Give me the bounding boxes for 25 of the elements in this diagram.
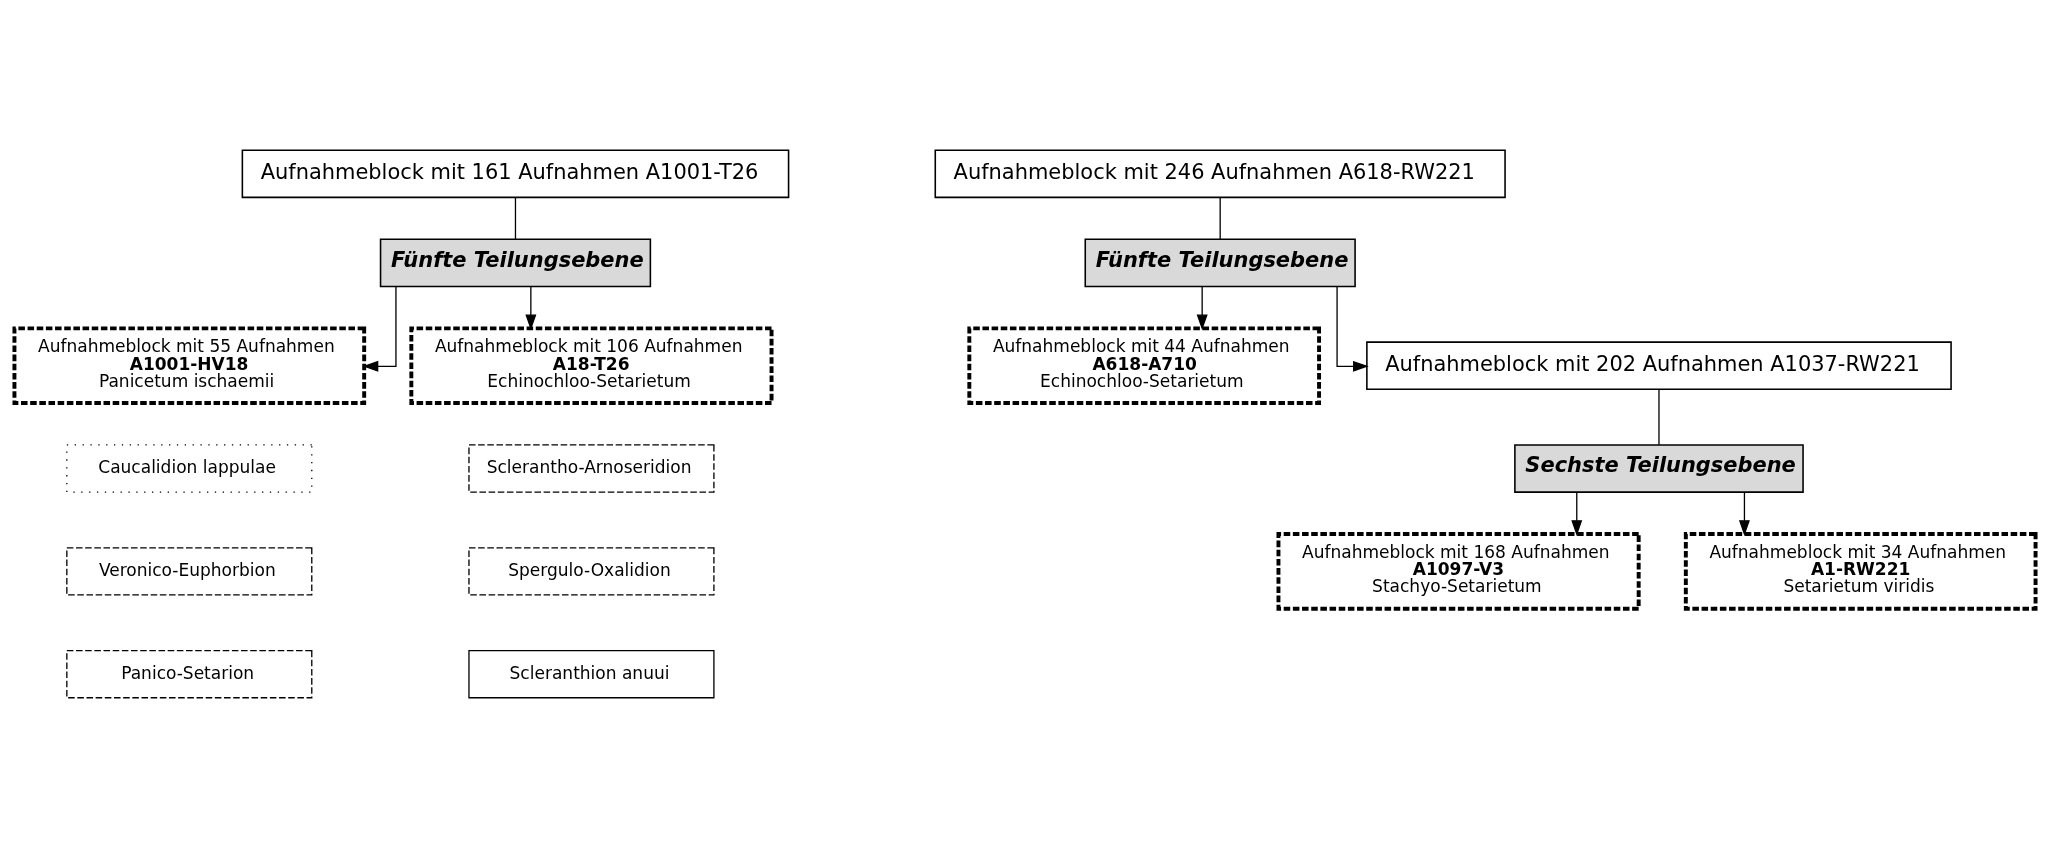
node-box: Aufnahmeblock mit 106 Aufnahmen A18-T26 Echinochloo-Setarietum <box>408 325 773 405</box>
node-box: Aufnahmeblock mit 44 Aufnahmen A618-A710 Echinochloo-Setarietum <box>966 325 1321 405</box>
connector <box>1657 388 1660 445</box>
node-box: Aufnahmeblock mit 246 Aufnahmen A618-RW221 <box>934 148 1506 198</box>
legend-label: Panico-Setarion <box>120 662 254 683</box>
arrow <box>1196 285 1208 330</box>
arrow <box>1335 285 1369 372</box>
node-box: Aufnahmeblock mit 34 Aufnahmen A1-RW221 Setarietum viridis <box>1683 531 2038 611</box>
node-box: Aufnahmeblock mit 202 Aufnahmen A1037-RW221 <box>1365 340 1952 390</box>
connector <box>1219 196 1221 240</box>
node-box: Sechste Teilungsebene <box>1513 443 1804 493</box>
legend-label: Caucalidion lappulae <box>97 456 276 477</box>
arrow <box>1738 491 1750 536</box>
connector <box>514 196 516 240</box>
legend-label: Scleranthion anuui <box>509 662 669 683</box>
node-box: Aufnahmeblock mit 161 Aufnahmen A1001-T26 <box>241 148 789 198</box>
node-box: Fünfte Teilungsebene <box>1083 238 1356 287</box>
node-box: Aufnahmeblock mit 55 Aufnahmen A1001-HV18 Panicetum ischaemii <box>11 325 366 405</box>
node-box: Fünfte Teilungsebene <box>379 238 651 287</box>
legend-label: Sclerantho-Arnoseridion <box>486 456 691 477</box>
arrow <box>1570 491 1582 536</box>
legend-label: Spergulo-Oxalidion <box>507 559 671 580</box>
arrow <box>524 285 536 330</box>
legend-label: Veronico-Euphorbion <box>98 559 276 580</box>
node-box: Aufnahmeblock mit 168 Aufnahmen A1097-V3 Stachyo-Setarietum <box>1276 531 1641 611</box>
